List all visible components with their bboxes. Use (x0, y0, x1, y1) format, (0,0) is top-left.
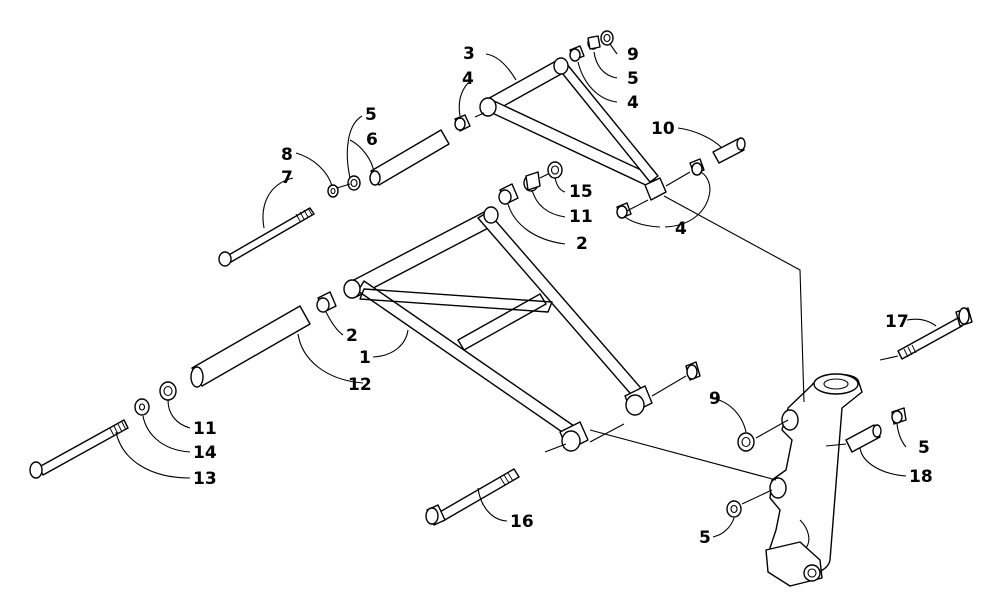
callout-14: 14 (193, 443, 217, 463)
callout-4-upper: 4 (462, 69, 474, 89)
callout-16: 16 (510, 512, 534, 532)
callout-7: 7 (281, 168, 293, 188)
lower-a-arm (343, 206, 653, 452)
assembly-lines (336, 112, 899, 505)
callout-5-knuckle: 5 (699, 528, 711, 548)
callout-11-lower: 11 (193, 419, 217, 439)
leader-lines (115, 43, 937, 538)
callout-17: 17 (885, 312, 909, 332)
callout-labels: 3 4 9 5 4 10 4 5 6 8 7 15 11 2 2 1 12 11… (193, 44, 933, 548)
callout-4-lower: 4 (675, 219, 687, 239)
callout-12: 12 (348, 375, 372, 395)
callout-2-lower: 2 (346, 326, 358, 346)
callout-5-left: 5 (365, 105, 377, 125)
callout-10: 10 (651, 119, 675, 139)
lower-hardware (29, 161, 973, 526)
callout-1: 1 (359, 348, 371, 368)
callout-6: 6 (366, 130, 378, 150)
callout-5-right: 5 (918, 438, 930, 458)
callout-18: 18 (909, 467, 933, 487)
callout-3: 3 (463, 44, 475, 64)
callout-15: 15 (569, 182, 593, 202)
steering-knuckle (765, 373, 863, 587)
upper-a-arm (479, 57, 667, 201)
callout-8: 8 (281, 145, 293, 165)
callout-5-upper: 5 (627, 69, 639, 89)
callout-9-lower: 9 (709, 389, 721, 409)
callout-9-upper: 9 (627, 45, 639, 65)
upper-hardware (218, 30, 746, 267)
callout-2-upper: 2 (576, 234, 588, 254)
callout-11-upper: 11 (569, 207, 593, 227)
callout-13: 13 (193, 469, 217, 489)
callout-4-right: 4 (627, 93, 639, 113)
